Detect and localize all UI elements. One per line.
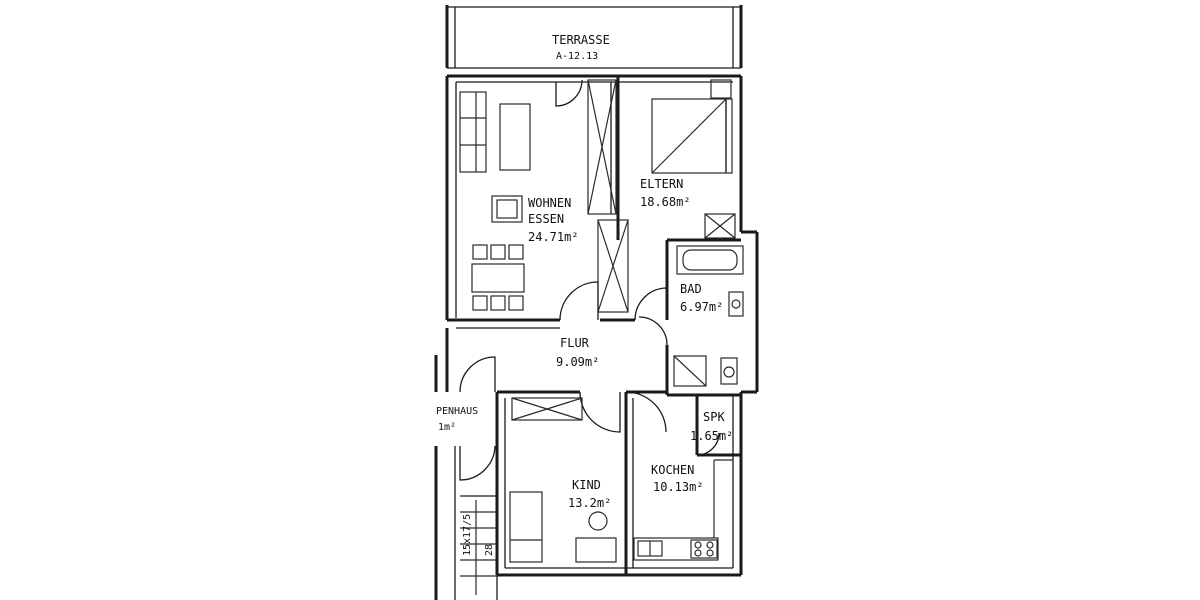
sink	[637, 540, 663, 557]
shower-tray	[673, 355, 707, 387]
nightstand	[710, 79, 732, 99]
toilet	[720, 357, 738, 385]
room-label-wohnen: WOHNEN	[528, 196, 571, 210]
room-area-bad: 6.97m²	[680, 300, 723, 314]
terrasse-area	[445, 5, 743, 69]
room-label-essen: ESSEN	[528, 212, 564, 226]
room-area-flur: 9.09m²	[556, 355, 599, 369]
room-label-bad: BAD	[680, 282, 702, 296]
armchair	[491, 195, 523, 223]
doors	[459, 79, 720, 481]
room-label-spk: SPK	[703, 410, 725, 424]
room-area-wohnen: 24.71m²	[528, 230, 579, 244]
room-area-kind: 13.2m²	[568, 496, 611, 510]
coffee-table	[499, 103, 531, 171]
room-label-flur: FLUR	[560, 336, 590, 350]
kitchen-counter	[633, 459, 733, 561]
dining-table	[471, 244, 525, 311]
wardrobe-2	[597, 219, 629, 313]
single-bed	[509, 491, 543, 563]
wardrobe-kind	[511, 397, 583, 421]
bathtub	[676, 245, 744, 275]
washbasin	[728, 291, 744, 317]
room-area-eltern: 18.68m²	[640, 195, 691, 209]
room-label-terrasse: TERRASSE	[552, 33, 610, 47]
room-label-kochen: KOCHEN	[651, 463, 694, 477]
stairs-label-1: 15x17/5	[462, 514, 473, 556]
double-bed	[651, 98, 733, 174]
sofa	[459, 91, 487, 173]
room-area-kochen: 10.13m²	[653, 480, 704, 494]
stairs-label-2: 28	[484, 544, 495, 556]
stairwell	[434, 355, 498, 600]
room-label-treppenhaus: PENHAUS	[436, 406, 478, 417]
stove	[690, 539, 718, 559]
interior-walls	[497, 76, 741, 575]
room-area-spk: 1.65m²	[690, 429, 733, 443]
terrasse-note: A-12.13	[556, 51, 598, 62]
wardrobe-1	[587, 79, 617, 215]
desk	[575, 511, 617, 563]
wardrobe-eltern	[704, 213, 736, 239]
room-label-kind: KIND	[572, 478, 601, 492]
room-label-eltern: ELTERN	[640, 177, 683, 191]
room-area-treppenhaus: 1m²	[438, 422, 456, 433]
